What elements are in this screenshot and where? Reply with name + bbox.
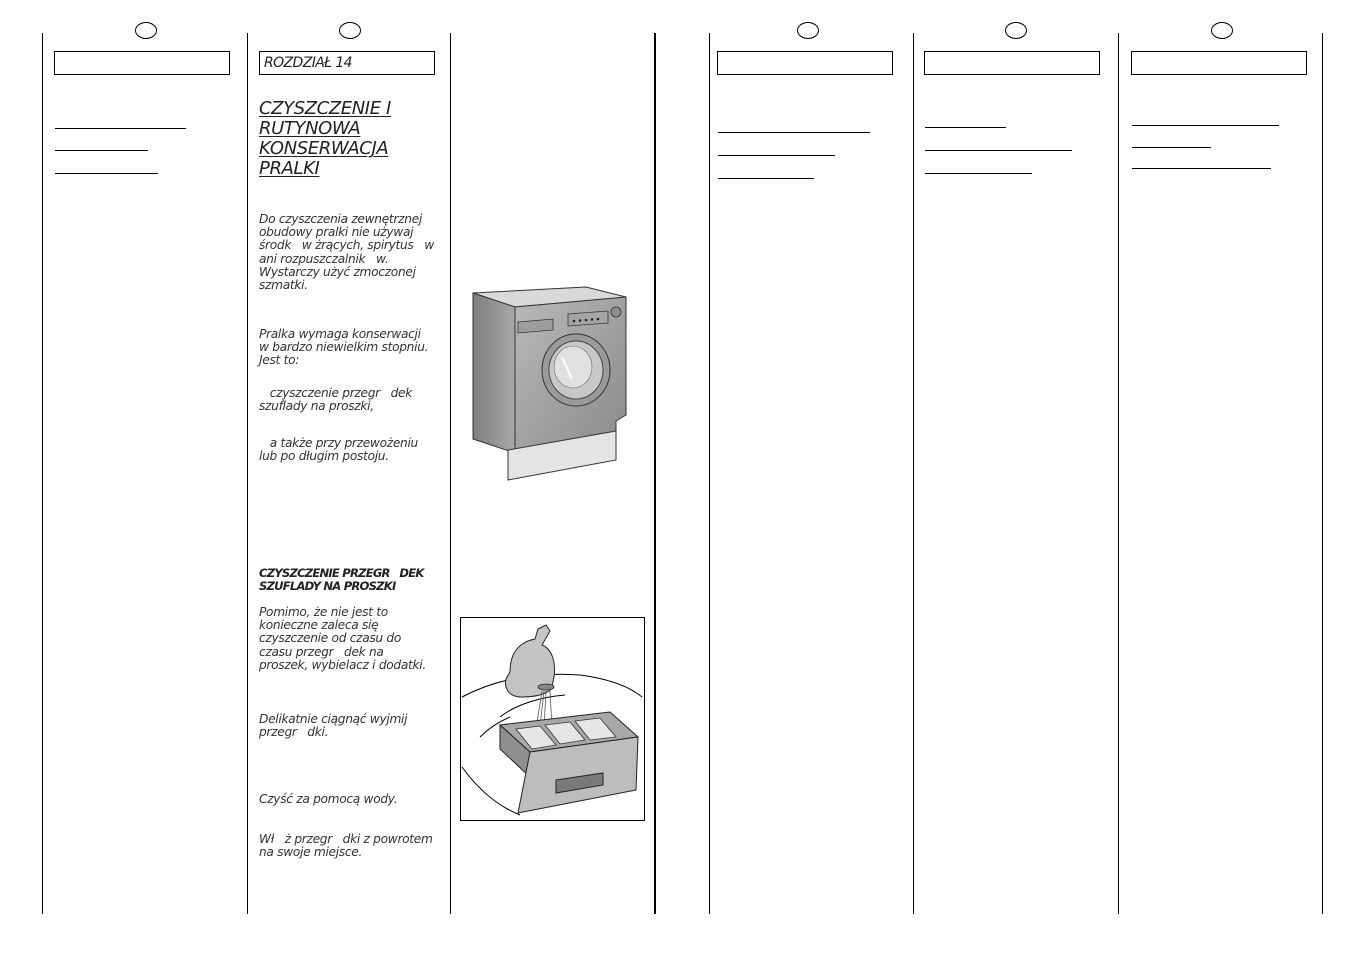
title-underline <box>1132 168 1271 169</box>
text-line: czyszczenie od czasu do <box>259 631 402 646</box>
text-line: ani rozpuszczalnik w. <box>259 251 389 266</box>
text-line: szuflady na proszki, <box>259 399 374 414</box>
text-line: obudowy pralki nie używaj <box>259 225 414 240</box>
chapter-header-box <box>54 51 230 75</box>
language-marker <box>1211 22 1233 39</box>
text-line: proszek, wybielacz i dodatki. <box>259 657 426 672</box>
language-marker <box>1005 22 1027 39</box>
chapter-title: CZYSZCZENIE I RUTYNOWA KONSERWACJA PRALK… <box>259 99 439 179</box>
title-underline <box>1132 147 1211 148</box>
chapter-header-box <box>1131 51 1307 75</box>
chapter-header-box <box>924 51 1100 75</box>
detergent-drawer-under-tap-illustration <box>460 617 645 821</box>
text-line: na swoje miejsce. <box>259 845 363 860</box>
column-rule <box>1118 33 1119 914</box>
title-underline <box>55 128 186 129</box>
page-divider <box>654 33 656 914</box>
language-marker <box>339 22 361 39</box>
column-rule <box>42 33 43 914</box>
text-line: konieczne zaleca się <box>259 618 379 633</box>
text-line: czyszczenie przegr dek <box>259 386 413 400</box>
text-line: Delikatnie ciągnąć wyjmij <box>259 712 408 726</box>
chapter-title-line: RUTYNOWA <box>259 118 361 139</box>
title-underline <box>55 173 158 174</box>
section-paragraph: Delikatnie ciągnąć wyjmij przegr dki. <box>259 712 441 740</box>
text-line: Wystarczy użyć zmoczonej <box>259 264 416 279</box>
column-rule <box>709 33 710 914</box>
title-underline <box>925 127 1006 128</box>
chapter-heading: ROZDZIAŁ 14 <box>264 55 353 71</box>
column-rule <box>1322 33 1323 914</box>
text-line: środk w żrących, spirytus w <box>259 238 434 253</box>
text-line: Do czyszczenia zewnętrznej <box>259 212 422 226</box>
chapter-header-box-polish: ROZDZIAŁ 14 <box>259 51 435 75</box>
chapter-title-line: KONSERWACJA <box>259 138 389 159</box>
column-rule <box>450 33 451 914</box>
text-line: Pralka wymaga konserwacji <box>259 327 421 341</box>
text-line: Jest to: <box>259 353 300 368</box>
section-paragraph: Czyść za pomocą wody. <box>259 792 441 806</box>
title-underline <box>718 178 814 179</box>
language-marker <box>797 22 819 39</box>
text-line: Czyść za pomocą wody. <box>259 792 398 806</box>
text-line: w bardzo niewielkim stopniu. <box>259 340 429 355</box>
washing-machine-illustration <box>472 286 627 481</box>
section-paragraph: Wł ż przegr dki z powrotem na swoje miej… <box>259 832 441 860</box>
column-rule <box>913 33 914 914</box>
title-underline <box>718 155 835 156</box>
section-heading: CZYSZCZENIE PRZEGR DEK SZUFLADY NA PROSZ… <box>259 567 449 593</box>
chapter-title-line: PRALKI <box>259 158 320 179</box>
text-line: Pomimo, że nie jest to <box>259 605 388 619</box>
language-marker <box>135 22 157 39</box>
intro-paragraph: Do czyszczenia zewnętrznej obudowy pralk… <box>259 212 441 293</box>
chapter-title-line: CZYSZCZENIE I <box>259 98 391 119</box>
section-paragraph: Pomimo, że nie jest to konieczne zaleca … <box>259 605 441 672</box>
text-line: CZYSZCZENIE PRZEGR DEK <box>259 566 424 580</box>
title-underline <box>55 150 148 151</box>
title-underline <box>925 173 1032 174</box>
text-line: lub po długim postoju. <box>259 449 389 464</box>
text-line: Wł ż przegr dki z powrotem <box>259 832 433 846</box>
maintenance-paragraph: Pralka wymaga konserwacji w bardzo niewi… <box>259 327 441 368</box>
title-underline <box>925 150 1072 151</box>
bullet-item: czyszczenie przegr dek szuflady na prosz… <box>259 386 441 414</box>
column-rule <box>247 33 248 914</box>
bullet-item: a także przy przewożeniu lub po długim p… <box>259 436 441 464</box>
title-underline <box>718 132 870 133</box>
text-line: przegr dki. <box>259 725 329 740</box>
text-line: SZUFLADY NA PROSZKI <box>259 579 396 593</box>
text-line: a także przy przewożeniu <box>259 436 419 450</box>
chapter-header-box <box>717 51 893 75</box>
title-underline <box>1132 125 1279 126</box>
text-line: czasu przegr dek na <box>259 644 384 659</box>
text-line: szmatki. <box>259 278 308 293</box>
